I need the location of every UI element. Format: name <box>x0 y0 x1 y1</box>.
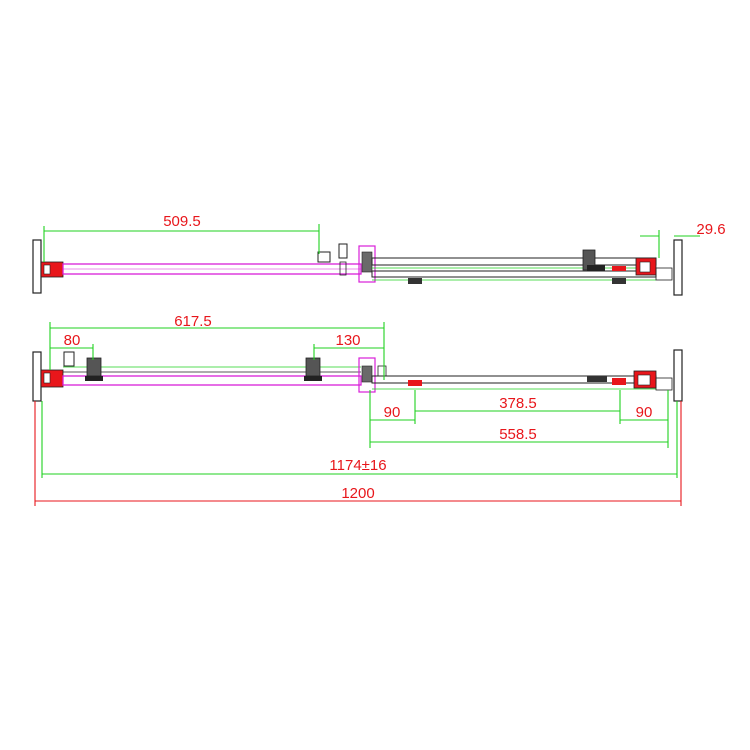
top-view <box>32 239 683 296</box>
bottom-guide-right <box>612 378 626 385</box>
bottom-roller-right <box>305 357 321 377</box>
bottom-guide-left <box>408 380 422 386</box>
top-left-wall-profile <box>32 239 42 294</box>
dim-617-5-label: 617.5 <box>174 313 212 330</box>
dim-29-6-label: 29.6 <box>696 221 725 238</box>
dim-509-5-label: 509.5 <box>163 213 201 230</box>
bottom-view <box>32 349 683 402</box>
bottom-right-wall-profile <box>673 349 683 402</box>
overall-dimension-line <box>34 401 682 506</box>
dimension-labels: 509.5 29.6 617.5 80 130 90 378.5 90 558.… <box>64 213 726 502</box>
bottom-left-wall-profile <box>32 351 42 402</box>
dim-378-5-label: 378.5 <box>499 395 537 412</box>
dim-558-5-label: 558.5 <box>499 426 537 443</box>
dim-80-label: 80 <box>64 332 81 349</box>
top-right-wall-profile <box>673 239 683 296</box>
bottom-joint-block <box>358 357 376 393</box>
dim-90-left-label: 90 <box>384 404 401 421</box>
bottom-roller-left <box>86 357 102 377</box>
dim-90-right-label: 90 <box>636 404 653 421</box>
top-guide-right <box>612 278 626 284</box>
top-handle <box>317 251 331 263</box>
dimension-lines <box>41 224 700 478</box>
top-joint-block <box>358 245 376 283</box>
bottom-fixed-glass-panel <box>62 375 362 386</box>
dim-1174-label: 1174±16 <box>329 457 386 474</box>
top-guide-left <box>408 278 422 284</box>
dim-1200-label: 1200 <box>341 485 374 502</box>
top-sliding-glass-panel <box>371 257 657 266</box>
dim-130-label: 130 <box>335 332 360 349</box>
